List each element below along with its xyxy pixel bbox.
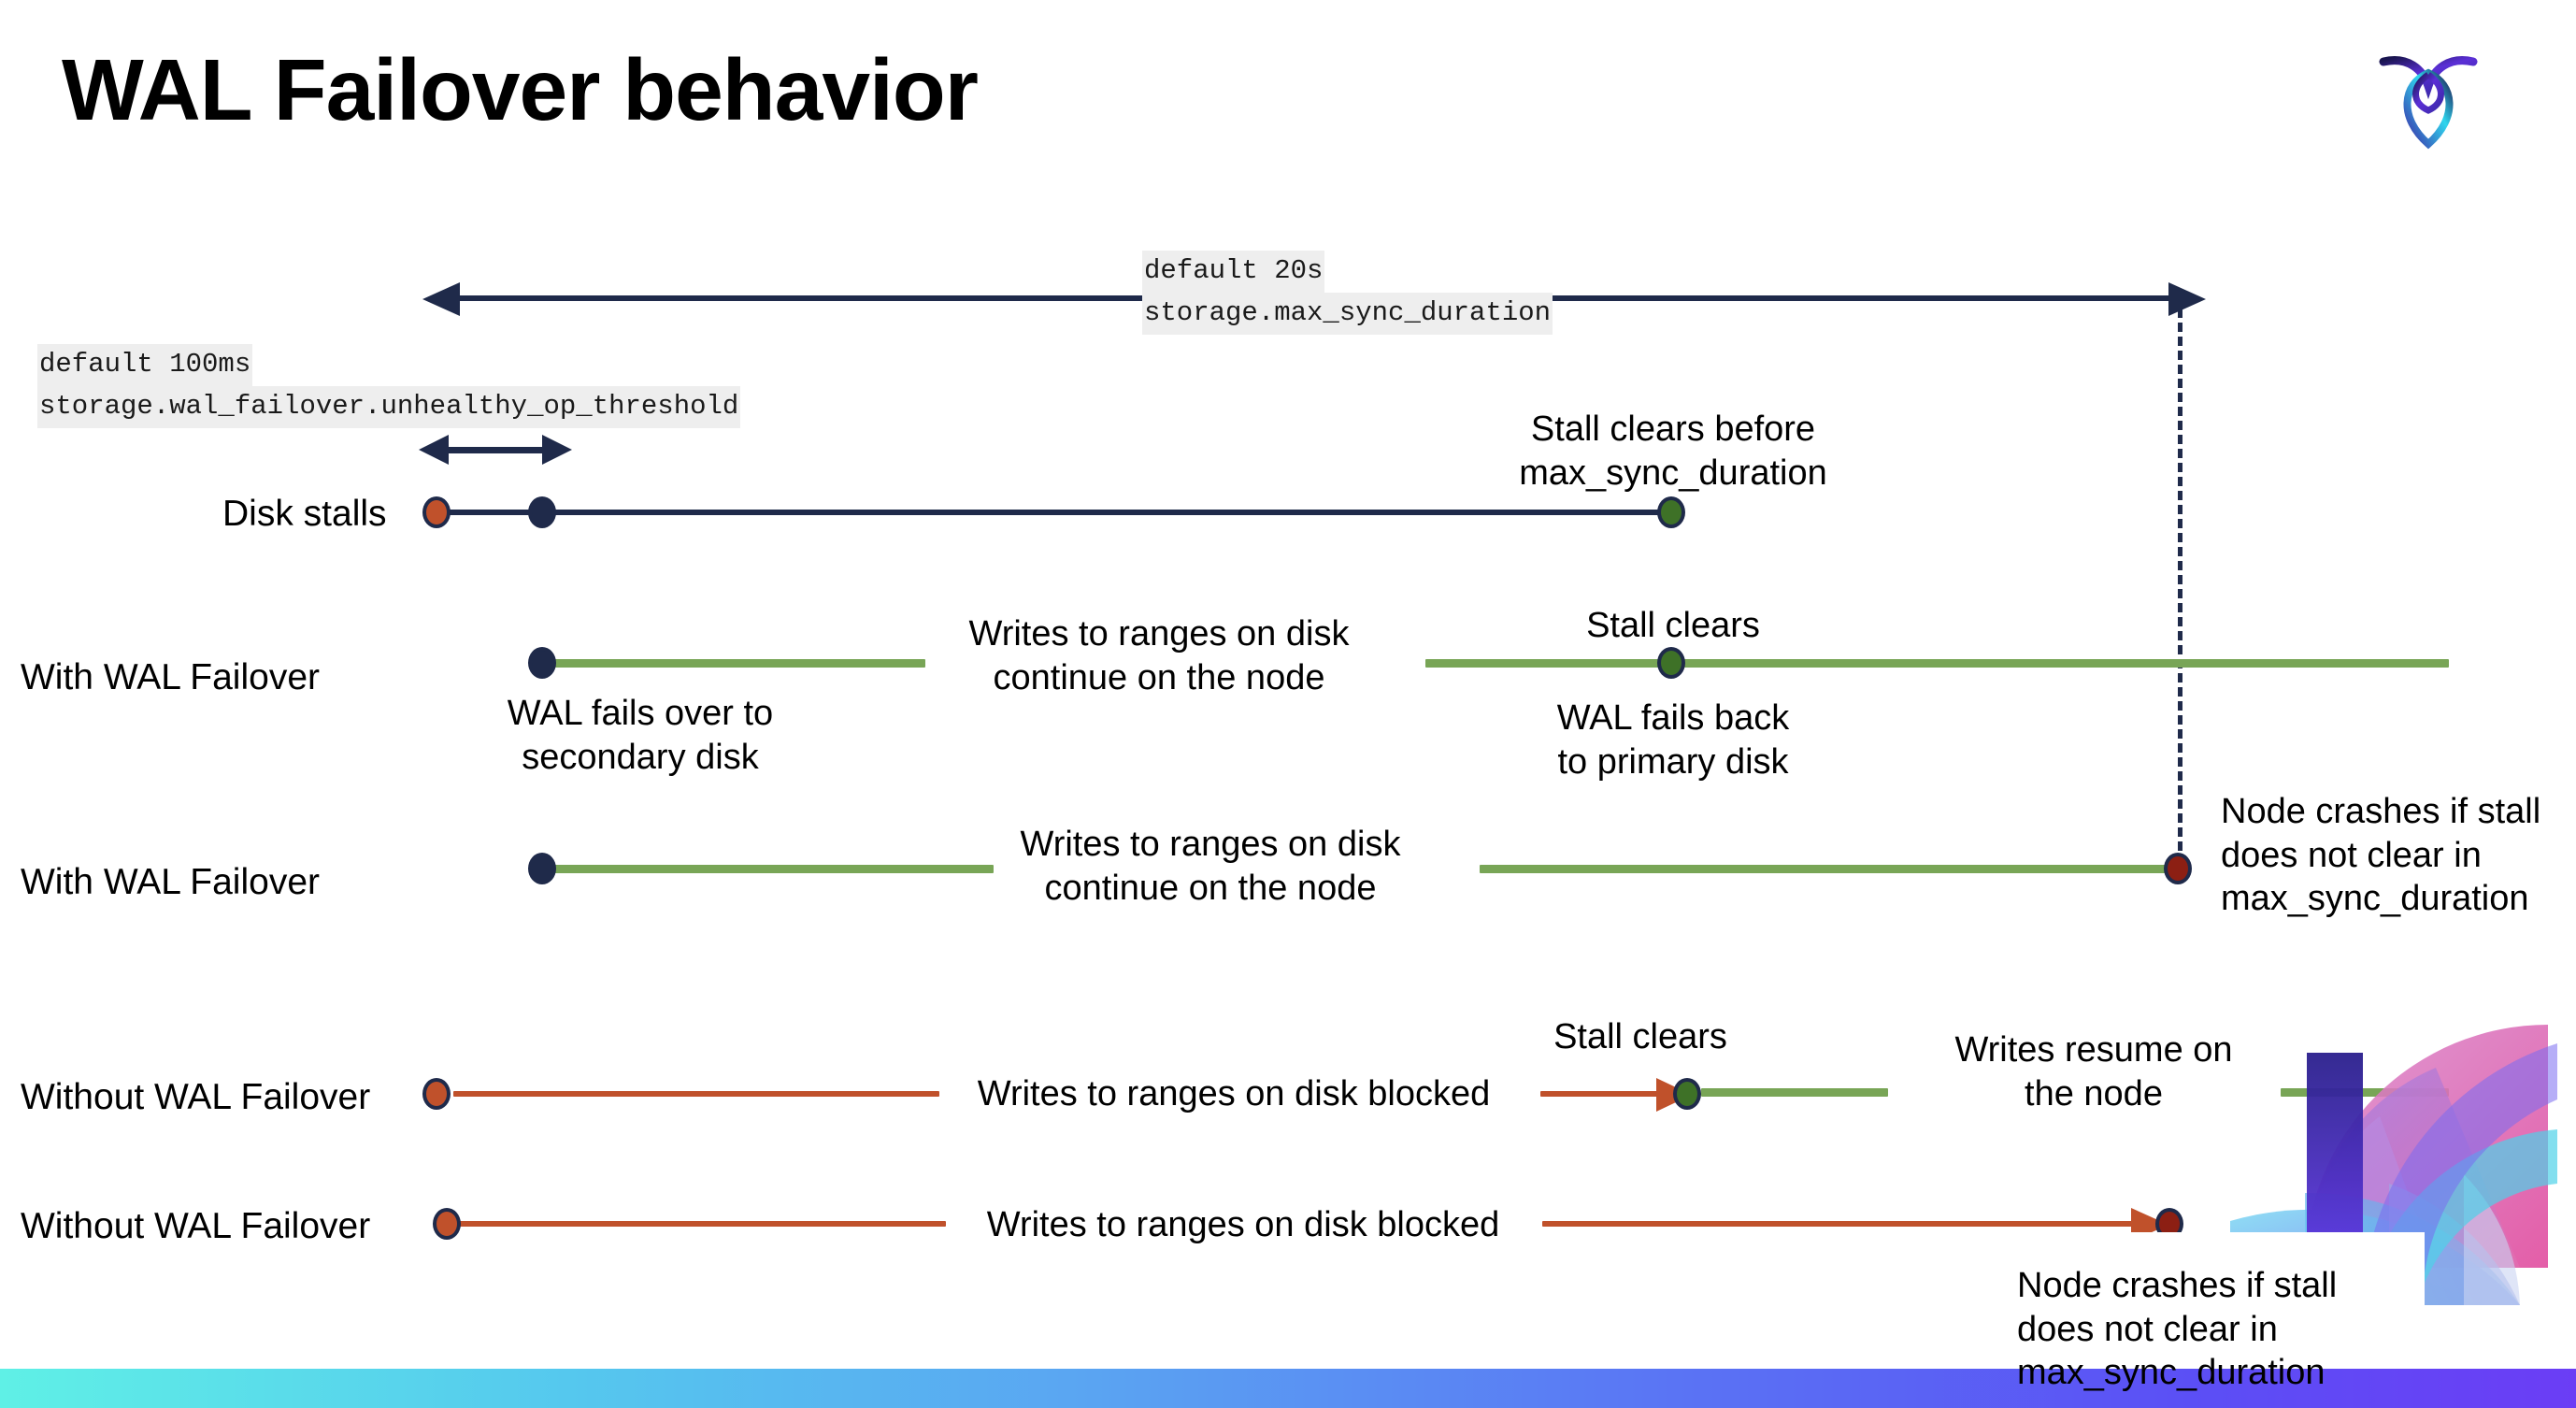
row-label-with-wal-failover-1: With WAL Failover [21,657,320,697]
unhealthy-op-threshold-default: default 100ms [37,344,253,386]
annotation-node-crashes: Node crashes if stall does not clear in … [2221,792,2541,919]
annotation-stall-clears-before: Stall clears before max_sync_duration [1519,409,1827,493]
node-crash-dot [2164,853,2192,884]
stall-start-dot [433,1208,461,1240]
annotation-writes-blocked: Writes to ranges on disk blocked [986,1205,1500,1244]
annotation-writes-continue: Writes to ranges on disk continue on the… [968,614,1350,697]
row-label-disk-stalls: Disk stalls [222,494,387,534]
max-sync-duration-dashed-connector [2178,309,2182,879]
stall-clear-dot [1657,647,1685,679]
wal-failover-start-dot [528,647,556,679]
page-title: WAL Failover behavior [62,41,979,138]
row-label-with-wal-failover-2: With WAL Failover [21,862,320,902]
annotation-writes-continue: Writes to ranges on disk continue on the… [1020,825,1401,908]
arrow-left-icon [419,435,449,465]
wal-failover-start-dot [528,853,556,884]
annotation-writes-blocked: Writes to ranges on disk blocked [977,1074,1491,1113]
row-label-without-wal-failover-1: Without WAL Failover [21,1077,371,1117]
row-label-without-wal-failover-2: Without WAL Failover [21,1206,371,1246]
annotation-stall-clears: Stall clears [1553,1017,1727,1056]
threshold-dot [528,496,556,528]
unhealthy-op-threshold-callout: default 100ms storage.wal_failover.unhea… [37,344,741,428]
bottom-gradient-bar [0,1369,2576,1408]
annotation-wal-fails-over: WAL fails over to secondary disk [507,694,774,777]
stall-clear-dot [1657,496,1685,528]
max-sync-duration-default: default 20s [1142,251,1325,293]
annotation-stall-clears: Stall clears [1586,606,1760,645]
unhealthy-op-threshold-setting: storage.wal_failover.unhealthy_op_thresh… [37,385,741,428]
annotation-node-crashes-bottom: Node crashes if stall does not clear in … [2017,1266,2338,1393]
arrow-left-icon [422,282,460,316]
max-sync-duration-callout: default 20s storage.max_sync_duration [1142,251,1553,335]
arrow-right-icon [542,435,572,465]
stall-start-dot [422,496,451,528]
max-sync-duration-setting: storage.max_sync_duration [1142,292,1553,335]
cockroach-logo-icon [2374,32,2483,151]
annotation-writes-resume: Writes resume on the node [1954,1030,2233,1113]
stall-start-dot [422,1078,451,1110]
stall-clear-dot [1673,1078,1701,1110]
arrow-right-icon [2168,282,2206,316]
annotation-wal-fails-back: WAL fails back to primary disk [1556,698,1790,782]
